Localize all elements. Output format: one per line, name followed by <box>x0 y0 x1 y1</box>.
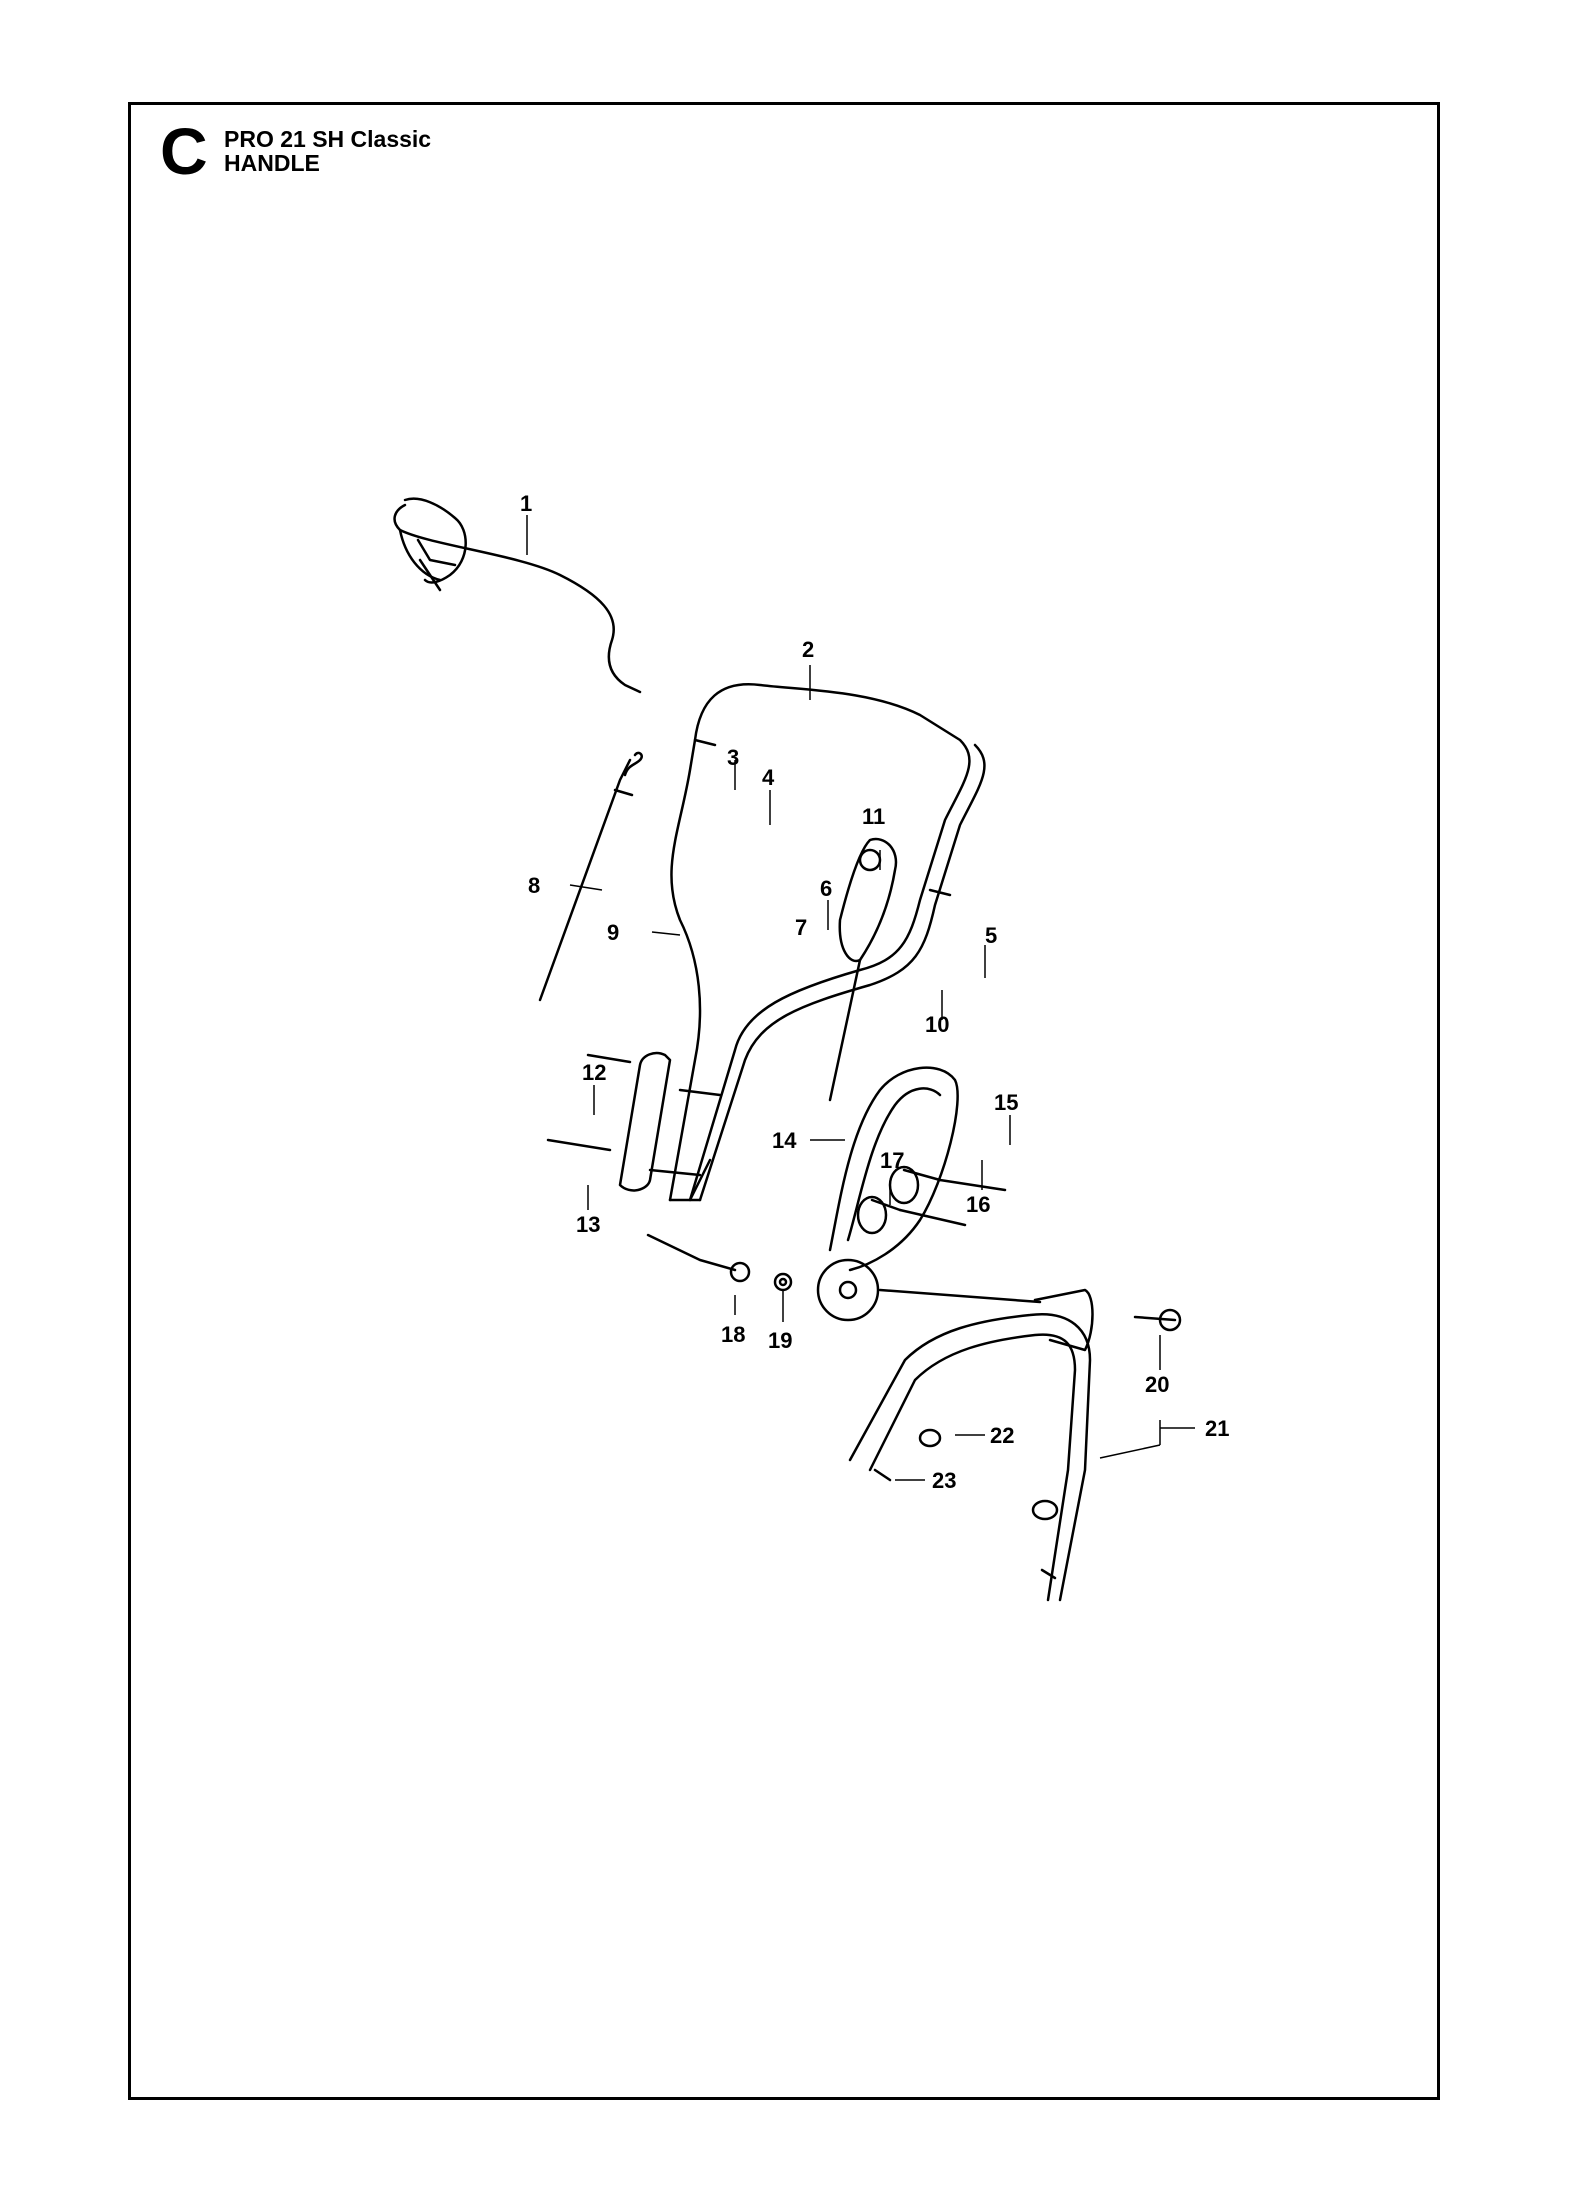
callout-5: 5 <box>985 923 997 948</box>
callout-13: 13 <box>576 1212 600 1237</box>
callout-20: 20 <box>1145 1372 1169 1397</box>
callout-18: 18 <box>721 1322 745 1347</box>
part-13-guard <box>546 1051 722 1192</box>
callout-4: 4 <box>762 765 775 790</box>
leader-lines <box>526 515 1195 1481</box>
callout-14: 14 <box>772 1128 797 1153</box>
callout-21: 21 <box>1205 1416 1229 1441</box>
part-2-upper-handle <box>668 683 986 1202</box>
part-14-bracket <box>816 1066 1007 1322</box>
callout-8: 8 <box>528 873 540 898</box>
part-21-lower-handle <box>848 1288 1182 1602</box>
callout-7: 7 <box>795 915 807 940</box>
part-group-title: HANDLE <box>224 150 320 176</box>
part-1-bail-wire <box>393 497 642 694</box>
part-8-cable <box>538 751 643 1002</box>
callout-10: 10 <box>925 1012 949 1037</box>
page-frame <box>128 102 1440 2100</box>
callout-17: 17 <box>880 1148 904 1173</box>
callout-2: 2 <box>802 637 814 662</box>
part-18-cable-nut <box>646 1233 1042 1304</box>
callout-1: 1 <box>520 491 532 516</box>
callout-3: 3 <box>727 745 739 770</box>
section-letter: C <box>160 114 208 188</box>
callout-23: 23 <box>932 1468 956 1493</box>
model-title: PRO 21 SH Classic <box>224 126 432 152</box>
callout-12: 12 <box>582 1060 606 1085</box>
callout-16: 16 <box>966 1192 990 1217</box>
callout-6: 6 <box>820 876 832 901</box>
callout-15: 15 <box>994 1090 1018 1115</box>
callout-11: 11 <box>862 804 885 829</box>
callout-22: 22 <box>990 1423 1014 1448</box>
callout-9: 9 <box>607 920 619 945</box>
callout-19: 19 <box>768 1328 792 1353</box>
